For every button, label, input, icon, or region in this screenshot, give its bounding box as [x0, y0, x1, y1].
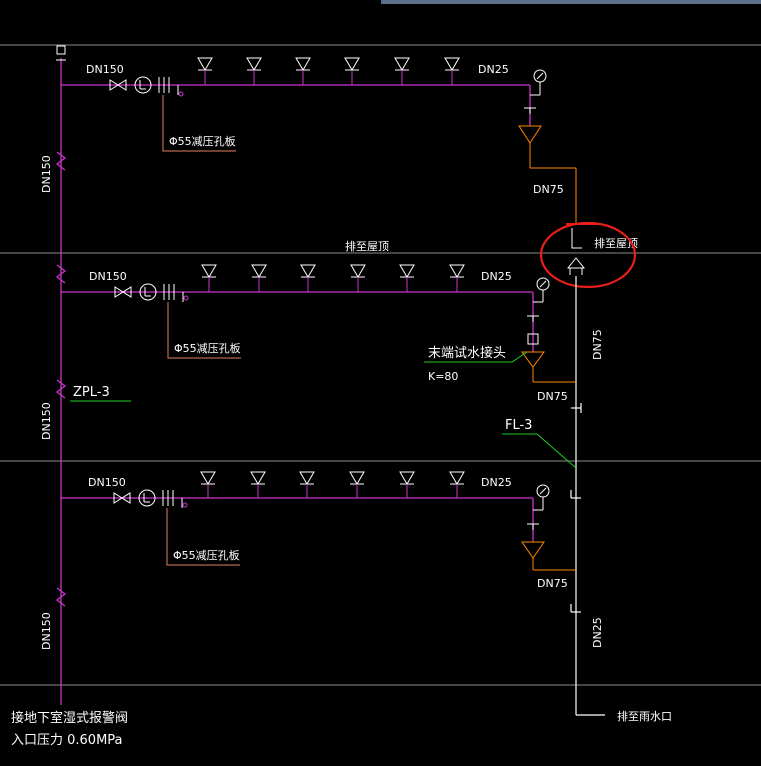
- branch-dn150-label: DN150: [89, 270, 127, 283]
- sprinkler-heads: [197, 57, 460, 85]
- test-valve-icon: [527, 523, 539, 530]
- sprinkler-head-icon: [449, 471, 465, 498]
- branch-dn25-label: DN25: [481, 270, 512, 283]
- drain-tag: FL-3: [505, 418, 532, 433]
- sprinkler-heads: [200, 471, 465, 498]
- window-title-bar: [381, 0, 761, 4]
- sprinkler-head-icon: [246, 57, 262, 85]
- gate-valve-icon: [109, 79, 127, 91]
- vent-cap-icon: [566, 257, 586, 275]
- drain-riser-dn75-label: DN75: [591, 329, 604, 360]
- test-connection-icon: [521, 351, 576, 383]
- pressure-gauge-icon: [533, 484, 550, 511]
- test-connection-label: 末端试水接头: [428, 345, 506, 361]
- test-valve-icon: [527, 315, 539, 345]
- pressure-gauge-icon: [530, 69, 547, 96]
- branch-1: Φ55减压孔板 DN150 DN25 DN75: [61, 57, 577, 225]
- riser-dn-label: DN150: [40, 155, 53, 193]
- pressure-gauge-icon: [533, 277, 550, 303]
- main-riser: [55, 58, 67, 705]
- branch-2: Φ55减压孔板 DN150 DN25 DN75 末端试水接头 K=80: [61, 264, 576, 403]
- sprinkler-head-icon: [449, 264, 465, 292]
- drain-dn75-label: DN75: [533, 183, 564, 196]
- roof-vent-label: 排至屋顶: [594, 236, 638, 250]
- floor-lines: [0, 44, 761, 686]
- orifice-plate-icon: [158, 77, 184, 97]
- sprinkler-head-icon: [200, 471, 216, 498]
- riser-dn-label: DN150: [40, 612, 53, 650]
- test-connection-icon: [518, 125, 577, 225]
- test-valve-icon: [524, 107, 536, 114]
- riser-dn-label: DN150: [40, 402, 53, 440]
- sprinkler-head-icon: [250, 471, 266, 498]
- drain-dn75-label: DN75: [537, 390, 568, 403]
- sprinkler-head-icon: [399, 264, 415, 292]
- sprinkler-head-icon: [295, 57, 311, 85]
- branch-dn150-label: DN150: [86, 63, 124, 76]
- orifice-label: Φ55减压孔板: [173, 548, 240, 562]
- branch-3: Φ55减压孔板 DN150 DN25 DN75: [61, 471, 576, 590]
- rain-outlet-label: 排至雨水口: [617, 709, 672, 723]
- sprinkler-head-icon: [251, 264, 267, 292]
- sprinkler-head-icon: [300, 264, 316, 292]
- riser-tag: ZPL-3: [73, 385, 110, 400]
- roof-vent-mid-label: 排至屋顶: [345, 239, 389, 253]
- gate-valve-icon: [113, 492, 131, 504]
- flow-switch-icon: [139, 283, 157, 301]
- orifice-plate-icon: [163, 284, 189, 302]
- sprinkler-head-icon: [349, 471, 365, 498]
- highlight-circle: [539, 221, 637, 289]
- sprinkler-head-icon: [350, 264, 366, 292]
- sprinkler-head-icon: [399, 471, 415, 498]
- riser-top-valve-icon: [56, 45, 66, 61]
- drain-riser: [570, 276, 605, 716]
- orifice-label: Φ55减压孔板: [169, 134, 236, 148]
- roof-vent: 排至屋顶: [539, 221, 638, 289]
- orifice-label: Φ55减压孔板: [174, 341, 241, 355]
- k-factor-label: K=80: [428, 370, 458, 383]
- inlet-pressure: 入口压力 0.60MPa: [11, 733, 123, 748]
- gate-valve-icon: [114, 286, 132, 298]
- sprinkler-head-icon: [299, 471, 315, 498]
- drain-riser-dn25-label: DN25: [591, 617, 604, 648]
- sprinkler-head-icon: [444, 57, 460, 85]
- flow-switch-icon: [138, 489, 156, 507]
- branch-dn25-label: DN25: [478, 63, 509, 76]
- sprinkler-head-icon: [201, 264, 217, 292]
- drain-dn75-label: DN75: [537, 577, 568, 590]
- sprinkler-head-icon: [344, 57, 360, 85]
- sprinkler-heads: [201, 264, 465, 292]
- flow-switch-icon: [134, 76, 152, 94]
- inlet-note: 接地下室湿式报警阀: [11, 710, 128, 726]
- sprinkler-head-icon: [394, 57, 410, 85]
- branch-dn25-label: DN25: [481, 476, 512, 489]
- test-connection-icon: [521, 541, 576, 571]
- sprinkler-head-icon: [197, 57, 213, 85]
- orifice-plate-icon: [162, 490, 188, 508]
- branch-dn150-label: DN150: [88, 476, 126, 489]
